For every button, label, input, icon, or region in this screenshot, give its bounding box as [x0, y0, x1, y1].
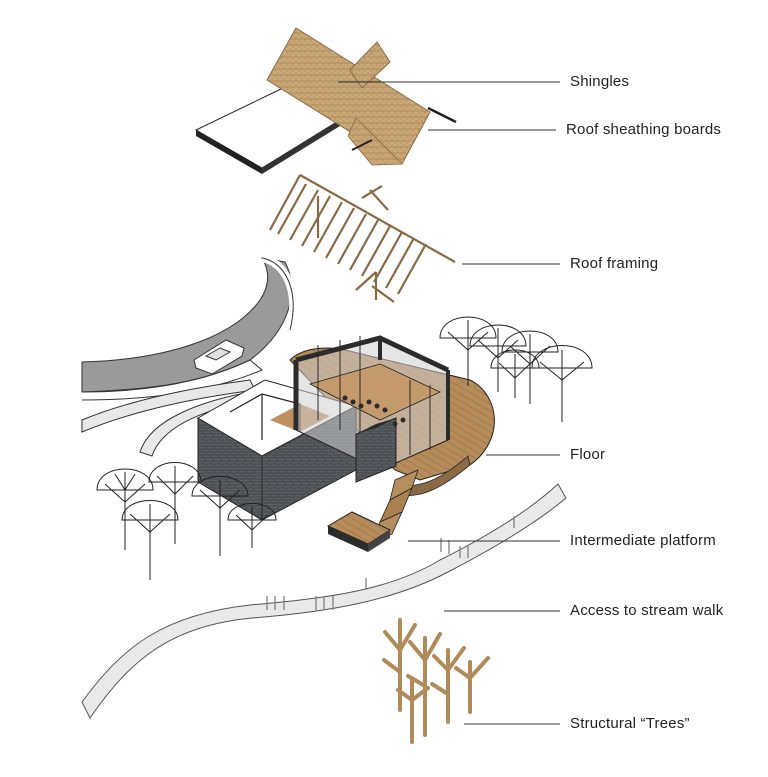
callout-floor: Floor [570, 446, 606, 463]
car-icon [193, 339, 245, 375]
stream-walk-path [81, 483, 567, 719]
trees-left [96, 462, 277, 580]
roof-assembly [194, 27, 457, 174]
pavilion-floor [308, 363, 441, 421]
callout-shingles: Shingles [570, 73, 630, 90]
roof-sheathing-edge [196, 130, 262, 174]
roof-fascia-line [351, 139, 373, 151]
callout-roof-framing: Roof framing [570, 255, 659, 272]
callout-roof-sheathing-boards: Roof sheathing boards [566, 121, 722, 138]
sheathing-boards [347, 117, 403, 166]
leader-lines [338, 81, 560, 725]
structural-trees [382, 618, 490, 744]
furniture [342, 395, 406, 427]
roof-framing [269, 174, 456, 303]
callout-intermediate-platform: Intermediate platform [570, 532, 716, 549]
roof-sheathing-edge-2 [262, 120, 340, 174]
trees-right [439, 316, 593, 422]
roof-edge-line [427, 106, 457, 124]
callout-structural-trees: Structural “Trees” [570, 715, 690, 732]
building [197, 335, 495, 552]
callout-access-to-stream-walk: Access to stream walk [570, 602, 724, 619]
people-figures [266, 516, 515, 610]
